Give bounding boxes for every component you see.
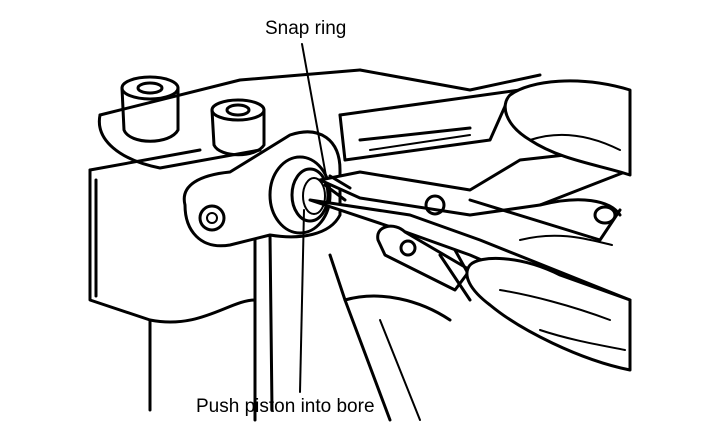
snap-ring-leader (301, 43, 327, 177)
lower-hand (465, 256, 632, 372)
housing-block (88, 148, 452, 422)
reservoir-port-left (120, 75, 180, 143)
reservoir-port-right (210, 98, 266, 157)
cylinder-bore (268, 155, 332, 235)
push-piston-label: Push piston into bore (196, 396, 375, 417)
snap-ring-label: Snap ring (265, 18, 347, 39)
upper-hand (503, 79, 632, 177)
snap-ring-pliers (318, 148, 632, 246)
leader-lines (299, 43, 327, 393)
push-piston-leader (299, 209, 305, 393)
cylinder-body (97, 68, 542, 170)
